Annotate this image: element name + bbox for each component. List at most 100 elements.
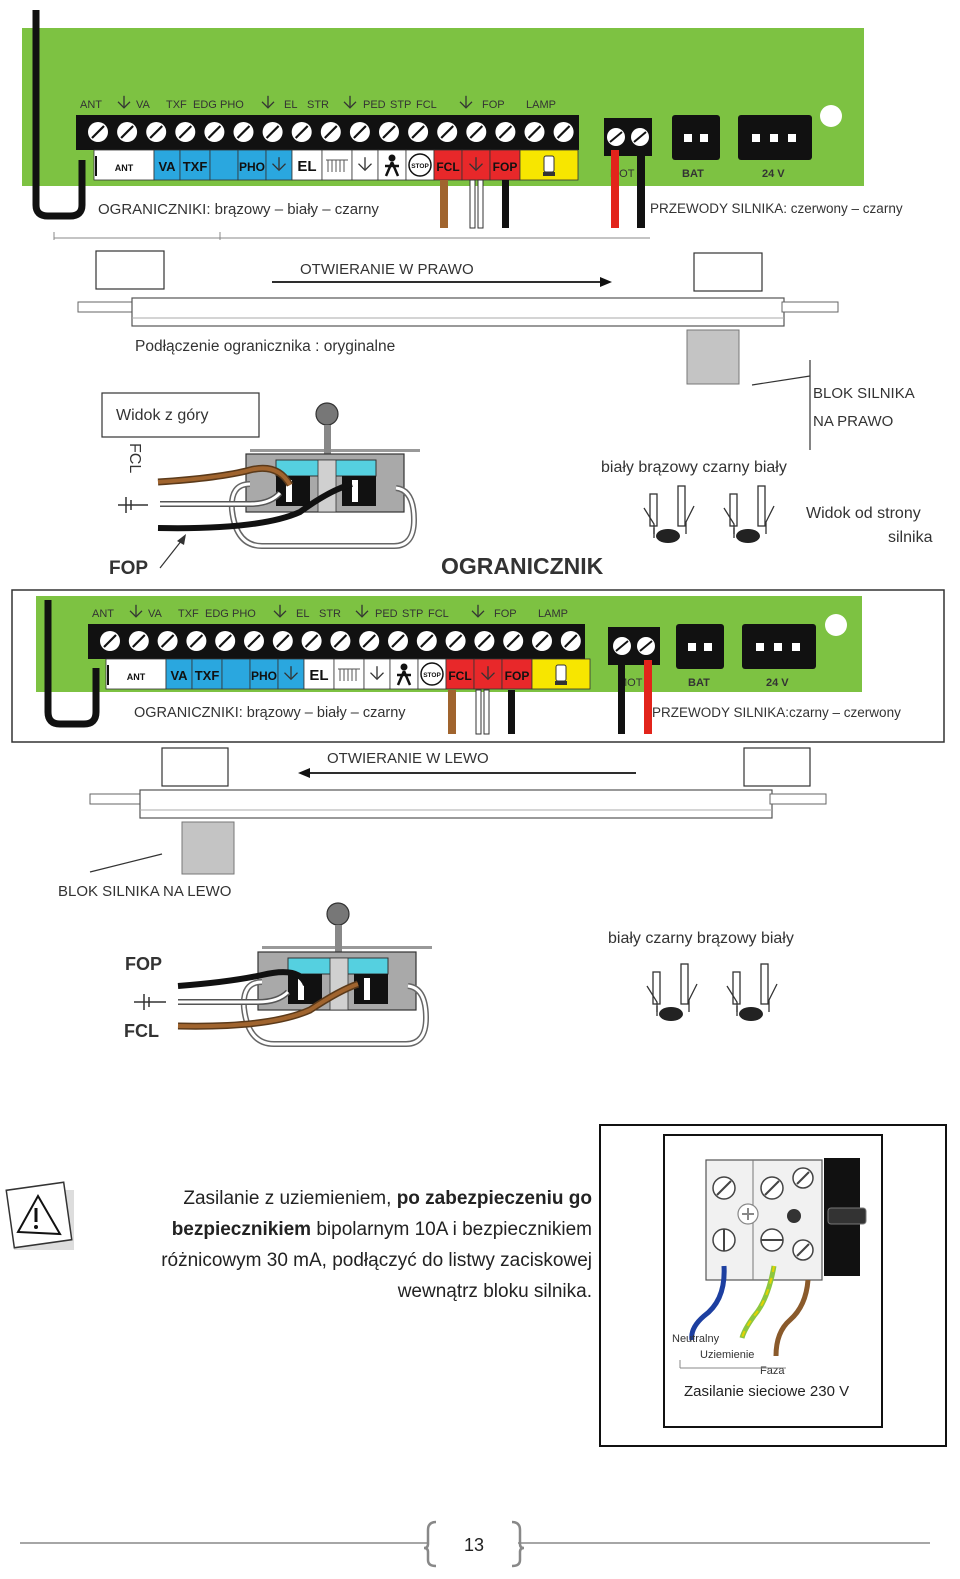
terminal-screw-row: [88, 122, 574, 142]
stop-label: STOP: [411, 163, 429, 170]
terminal-strip-cell: [179, 149, 211, 181]
stop-label: STOP: [423, 672, 441, 679]
earth-label: Uziemienie: [700, 1349, 754, 1361]
top-view-box: [101, 392, 260, 438]
v24-label: 24 V: [762, 168, 785, 180]
terminal-strip-cell: [221, 658, 251, 690]
terminal-label: FOP: [494, 608, 517, 620]
strip-label: FCL: [448, 669, 471, 683]
terminal-strip-cell: [303, 658, 335, 690]
page-footer: 13: [20, 1520, 930, 1568]
strip-label: FOP: [505, 669, 530, 683]
bat-label: BAT: [682, 168, 704, 180]
terminal-label: FOP: [482, 99, 505, 111]
terminal-strip-cell: [333, 658, 365, 690]
strip-label: PHO: [239, 160, 265, 174]
terminal-label: EDG: [193, 99, 217, 111]
limits-label-top: OGRANICZNIKI: brązowy – biały – czarny: [98, 201, 379, 218]
strip-label: VA: [158, 159, 176, 174]
terminal-label: LAMP: [526, 99, 556, 111]
gate-opening-left: OTWIERANIE W LEWO BLOK SILNIKA NA LEWO: [58, 747, 827, 900]
brown-limit-wire: [440, 180, 448, 228]
power-caption: Zasilanie sieciowe 230 V: [684, 1383, 849, 1400]
strip-label: FCL: [436, 160, 459, 174]
fop-label-top: FOP: [109, 558, 148, 579]
battery-connector-2: [676, 624, 724, 669]
terminal-label: FCL: [428, 608, 449, 620]
terminal-label: STP: [402, 608, 423, 620]
terminal-strip-cell: [321, 149, 353, 181]
white-limit-wire: [469, 179, 476, 229]
ground-symbol: [118, 497, 148, 513]
terminal-label: TXF: [166, 99, 187, 111]
neutral-label: Neutralny: [672, 1333, 720, 1345]
terminal-strip-cell: [249, 658, 279, 690]
fcl-label-left: FCL: [124, 1021, 159, 1041]
warning-bold: po zabezpieczeniu go bezpiecznikiem: [171, 1188, 592, 1240]
motor-plug: [643, 485, 695, 543]
terminal-strip-cell: [93, 149, 155, 181]
strip-label: EL: [309, 667, 328, 684]
terminal-strip-cell: [105, 658, 167, 690]
side-view-label-1: Widok od strony: [806, 505, 921, 522]
terminal-label: PHO: [220, 99, 244, 111]
terminal-label: VA: [148, 608, 163, 620]
terminal-label: ANT: [80, 99, 102, 111]
gate-rail: [131, 297, 785, 327]
antenna-wire-2: [44, 600, 100, 728]
limit-stop-left: [95, 250, 165, 290]
strip-label: TXF: [183, 159, 208, 174]
gate-opening-right: OTWIERANIE W PRAWO Podłączenie ograniczn…: [77, 250, 915, 450]
terminal-strip-cell: [209, 149, 239, 181]
terminal-label: PED: [375, 608, 398, 620]
motor-plug: [646, 963, 698, 1021]
terminal-label: ANT: [92, 608, 114, 620]
block-label-left: BLOK SILNIKA NA LEWO: [58, 883, 231, 900]
terminal-strip-cell: [489, 149, 521, 181]
terminal-label: PHO: [232, 608, 256, 620]
terminal-strip-cell: [191, 658, 223, 690]
terminal-strip-cell: [445, 658, 475, 690]
bat-label-2: BAT: [688, 677, 710, 689]
black-motor-wire: [637, 150, 645, 228]
direction-label-left: OTWIERANIE W LEWO: [327, 750, 489, 767]
terminal-strip-cell: [153, 149, 181, 181]
strip-label: TXF: [195, 668, 220, 683]
top-view-label: Widok z góry: [116, 407, 208, 424]
terminal-label: EL: [296, 608, 309, 620]
strip-label: EL: [297, 158, 316, 175]
antenna-wire: [32, 10, 86, 220]
terminal-label: TXF: [178, 608, 199, 620]
terminal-label: VA: [136, 99, 151, 111]
board-frame-bottom: [11, 589, 945, 743]
motor-block-left: [181, 821, 235, 875]
motor-side-connectors-right: [643, 485, 775, 543]
block-label-right-2: NA PRAWO: [813, 413, 893, 430]
strip-label: ANT: [127, 672, 146, 682]
page-number: 13: [464, 1535, 484, 1555]
wires-caption-left: biały czarny brązowy biały: [608, 930, 794, 947]
strip-label: PHO: [251, 669, 277, 683]
terminal-strip-cell: [501, 658, 533, 690]
terminal-label: FCL: [416, 99, 437, 111]
terminal-strip-cell: [433, 149, 463, 181]
warning-text: Zasilanie z uziemieniem, po zabezpieczen…: [120, 1183, 592, 1307]
fop-label-left: FOP: [125, 954, 162, 974]
side-view-label-2: silnika: [888, 529, 933, 546]
terminal-strip-cell: [291, 149, 323, 181]
battery-connector: [672, 115, 720, 160]
motor-side-connectors-left: [646, 963, 778, 1021]
strip-label: ANT: [115, 163, 134, 173]
terminal-label: STR: [319, 608, 341, 620]
terminal-label: STP: [390, 99, 411, 111]
connection-label: Podłączenie ogranicznika : oryginalne: [135, 338, 395, 355]
motor-plug: [723, 485, 775, 543]
v24-label-2: 24 V: [766, 677, 789, 689]
motor-block-right: [686, 329, 740, 385]
motor-plug: [726, 963, 778, 1021]
